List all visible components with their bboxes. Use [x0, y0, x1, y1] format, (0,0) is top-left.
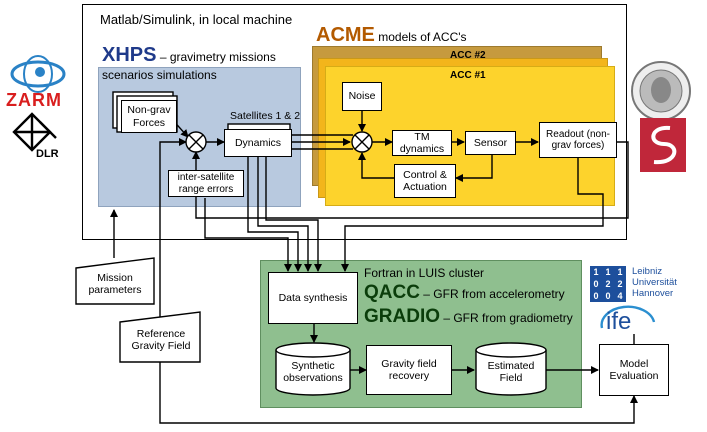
ref-gravity-label: Reference Gravity Field [131, 328, 191, 352]
synthetic-obs-cylinder [275, 350, 351, 396]
red-emblem-logo [640, 118, 686, 172]
luh-text-3: Hannover [632, 288, 674, 299]
readout-block: Readout (non-grav forces) [539, 122, 617, 158]
gf-recovery-block: Gravity field recovery [366, 345, 452, 395]
control-actuation-block: Control & Actuation [394, 164, 456, 198]
sensor-block: Sensor [465, 131, 516, 155]
luh-digit: 1 [593, 267, 599, 277]
luh-digit: 2 [605, 279, 611, 289]
matlab-frame [82, 4, 627, 240]
acme-acc1-label: ACC #1 [450, 70, 486, 81]
acme-name: ACME [316, 24, 375, 46]
range-errors-block: inter-satellite range errors [168, 170, 244, 197]
nongrav-forces-block: Non-grav Forces [121, 100, 177, 133]
model-evaluation-block: Model Evaluation [599, 344, 669, 396]
zarm-logo-icon [10, 55, 66, 93]
luh-logo: 1 1 1 0 2 2 0 0 4 Leibniz Universität Ha… [590, 266, 700, 302]
acme-acc2-label: ACC #2 [450, 50, 486, 61]
gradio-desc: – GFR from gradiometry [443, 311, 573, 325]
mission-params-label: Mission parameters [88, 272, 142, 296]
matlab-frame-title: Matlab/Simulink, in local machine [100, 12, 293, 27]
ife-logo-icon [600, 305, 656, 329]
max-planck-seal-logo [630, 60, 692, 122]
luh-digit: 0 [593, 291, 599, 301]
qacc-desc: – GFR from accelerometry [423, 287, 565, 301]
gradio-line: GRADIO – GFR from gradiometry [364, 306, 573, 328]
ife-logo: ife [596, 304, 660, 342]
luh-text-1: Leibniz [632, 266, 663, 277]
acme-desc: models of ACC's [378, 30, 467, 44]
luh-digit: 1 [617, 267, 623, 277]
xhps-title: XHPS – gravimetry missions [102, 44, 276, 67]
gradio-name: GRADIO [364, 306, 440, 327]
mission-params-shape [75, 257, 155, 305]
dlr-text: DLR [36, 148, 59, 160]
estimated-field-cylinder [475, 350, 547, 396]
xhps-subtitle: scenarios simulations [102, 68, 217, 82]
fortran-title: Fortran in LUIS cluster [364, 266, 485, 280]
ref-gravity-shape [119, 311, 201, 363]
qacc-name: QACC [364, 282, 420, 303]
max-planck-seal-icon [631, 61, 691, 121]
luh-digit: 0 [593, 279, 599, 289]
zarm-text: ZARM [6, 90, 62, 110]
dlr-logo-icon [12, 112, 57, 152]
satellites-label: Satellites 1 & 2 [230, 110, 301, 122]
acme-title: ACME models of ACC's [316, 24, 467, 47]
luh-digit: 0 [605, 291, 611, 301]
noise-block: Noise [342, 82, 382, 111]
red-emblem-icon [640, 118, 686, 172]
data-synthesis-block: Data synthesis [268, 272, 358, 324]
luh-digit: 2 [617, 279, 623, 289]
luh-digit: 1 [605, 267, 611, 277]
luh-digit: 4 [617, 291, 623, 301]
qacc-line: QACC – GFR from accelerometry [364, 282, 565, 304]
zarm-logo: ZARM [4, 52, 68, 110]
luh-text-2: Universität [632, 277, 677, 288]
xhps-desc: – gravimetry missions [159, 50, 276, 64]
dlr-logo: DLR [10, 112, 66, 164]
dynamics-block: Dynamics [224, 129, 292, 157]
ife-text: ife [606, 308, 632, 335]
tm-dynamics-block: TM dynamics [392, 130, 452, 156]
estimated-field-label: Estimated Field [487, 360, 535, 384]
xhps-name: XHPS [102, 44, 157, 66]
synthetic-obs-label: Synthetic observations [283, 360, 343, 384]
luh-digit-grid: 1 1 1 0 2 2 0 0 4 [590, 266, 626, 302]
